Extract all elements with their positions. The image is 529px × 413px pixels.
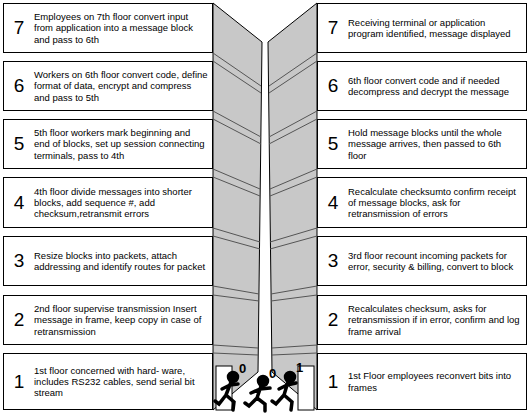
floor-description: Resize blocks into packets, attach addre… [34, 250, 212, 272]
building-side [213, 3, 262, 410]
floor-number: 6 [4, 75, 34, 97]
floor-box: 3Resize blocks into packets, attach addr… [3, 236, 213, 286]
floor-box: 33rd floor recount incoming packets for … [317, 236, 527, 286]
floor-number: 4 [318, 192, 348, 214]
floor-number: 7 [4, 17, 34, 39]
floor-box: 5Hold message blocks until the whole mes… [317, 119, 527, 169]
bit-label: 0 [269, 366, 276, 381]
floor-box: 66th floor convert code and if needed de… [317, 61, 527, 111]
floor-box: 6Workers on 6th floor convert code, defi… [3, 61, 213, 111]
floor-number: 5 [318, 133, 348, 155]
floor-description: 5th floor workers mark beginning and end… [34, 127, 212, 160]
running-figure [245, 377, 270, 412]
floor-number: 1 [318, 371, 348, 393]
floor-number: 4 [4, 192, 34, 214]
floor-box: 4Recalculate checksumto confirm receipt … [317, 177, 527, 228]
floor-description: Receiving terminal or application progra… [348, 17, 526, 39]
bit-label: 0 [239, 361, 246, 376]
floor-number: 7 [318, 17, 348, 39]
bit-label: 1 [296, 360, 303, 375]
floor-number: 1 [4, 371, 34, 393]
floor-box: 7Employees on 7th floor convert input fr… [3, 3, 213, 53]
floor-number: 2 [4, 309, 34, 331]
floor-box: 55th floor workers mark beginning and en… [3, 119, 213, 169]
floor-description: Hold message blocks until the whole mess… [348, 127, 526, 160]
floor-box: 22nd floor supervise transmission Insert… [3, 295, 213, 345]
floor-description: Recalculates checksum, asks for retransm… [348, 303, 526, 336]
floor-description: 3rd floor recount incoming packets for e… [348, 250, 526, 272]
floor-description: Employees on 7th floor convert input fro… [34, 11, 212, 44]
floor-number: 5 [4, 133, 34, 155]
building-side [268, 3, 317, 410]
floor-box: 11st floor concerned with hard- ware, in… [3, 353, 213, 410]
running-figure [215, 373, 238, 411]
floor-number: 2 [318, 309, 348, 331]
floor-box: 2Recalculates checksum, asks for retrans… [317, 295, 527, 345]
floor-lines [213, 53, 317, 355]
floor-description: 1st Floor employees reconvert bits into … [348, 370, 526, 392]
floor-box: 11st Floor employees reconvert bits into… [317, 353, 527, 410]
floor-description: Recalculate checksumto confirm receipt o… [348, 186, 526, 219]
floor-description: 2nd floor supervise transmission Insert … [34, 303, 212, 336]
floor-box: 7Receiving terminal or application progr… [317, 3, 527, 53]
floor-number: 3 [318, 250, 348, 272]
floor-description: 4th floor divide messages into shorter b… [34, 186, 212, 219]
floor-number: 6 [318, 75, 348, 97]
floor-description: 6th floor convert code and if needed dec… [348, 75, 526, 97]
floor-number: 3 [4, 250, 34, 272]
floor-description: 1st floor concerned with hard- ware, inc… [34, 365, 212, 398]
floor-description: Workers on 6th floor convert code, defin… [34, 69, 212, 102]
floor-box: 44th floor divide messages into shorter … [3, 177, 213, 228]
